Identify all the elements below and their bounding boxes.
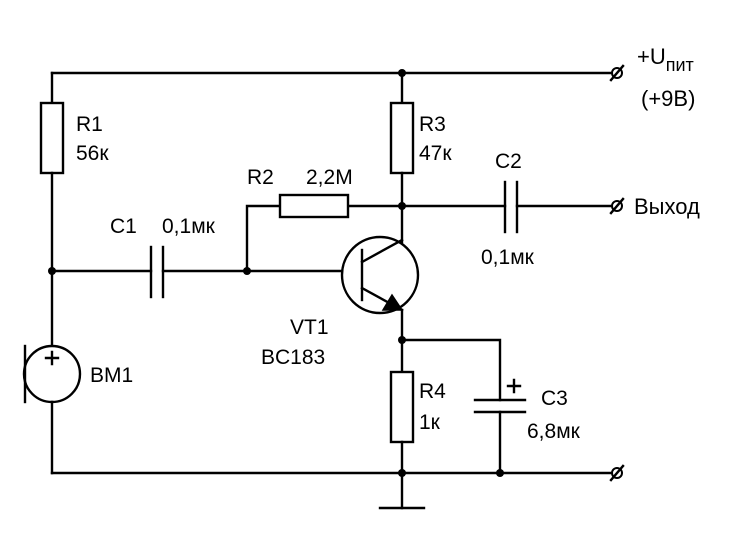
c1-ref: C1 bbox=[110, 215, 137, 238]
r4-resistor bbox=[389, 370, 415, 444]
ground-terminal bbox=[609, 464, 625, 482]
r2-resistor bbox=[278, 193, 350, 219]
r2-wire bbox=[245, 204, 404, 273]
r3-ref: R3 bbox=[419, 113, 446, 136]
c3-value: 6,8мк bbox=[527, 420, 581, 443]
vt1-value: BC183 bbox=[261, 346, 325, 369]
bm1-ref: BM1 bbox=[90, 364, 133, 387]
r4-value: 1к bbox=[419, 411, 441, 434]
r2-value: 2,2М bbox=[306, 166, 353, 189]
r3-value: 47к bbox=[419, 142, 452, 165]
junction-dots bbox=[48, 69, 504, 477]
supply-label: +Uпит bbox=[637, 44, 694, 75]
supply-terminal bbox=[609, 64, 625, 82]
c1-value: 0,1мк bbox=[162, 215, 216, 238]
output-label: Выход bbox=[634, 194, 700, 219]
c3-capacitor bbox=[473, 378, 527, 414]
r3-resistor bbox=[389, 101, 415, 175]
r1-resistor bbox=[39, 101, 65, 175]
c2-capacitor bbox=[503, 180, 519, 234]
c3-wire bbox=[400, 338, 502, 475]
supply-label-sub: пит bbox=[666, 55, 694, 75]
r2-ref: R2 bbox=[247, 166, 274, 189]
supply-voltage: (+9В) bbox=[641, 86, 695, 111]
r4-ref: R4 bbox=[419, 380, 446, 403]
bm1-microphone bbox=[22, 344, 82, 404]
c1-capacitor bbox=[149, 245, 165, 299]
c2-value: 0,1мк bbox=[481, 246, 535, 269]
r1-value: 56к bbox=[76, 142, 109, 165]
vt1-ref: VT1 bbox=[290, 316, 329, 339]
output-terminal bbox=[609, 197, 625, 215]
supply-label-u: +U bbox=[637, 44, 666, 69]
c3-ref: C3 bbox=[541, 387, 568, 410]
c2-ref: C2 bbox=[495, 150, 522, 173]
vt1-transistor bbox=[340, 235, 420, 315]
r1-ref: R1 bbox=[76, 113, 103, 136]
